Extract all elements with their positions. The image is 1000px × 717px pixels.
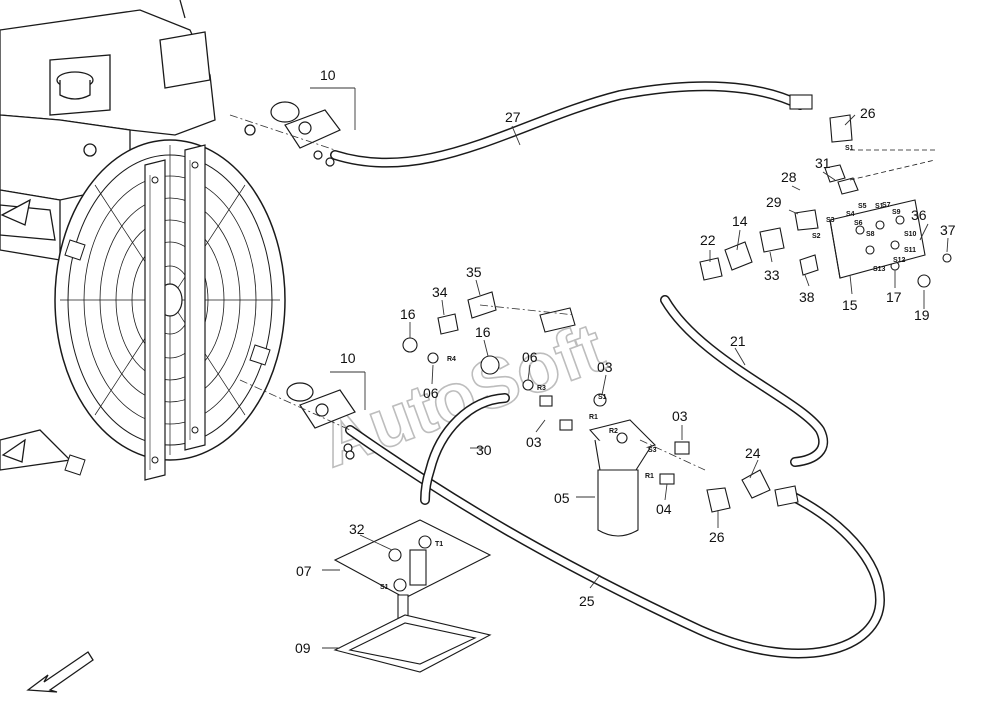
part-number-label: 34 xyxy=(432,284,448,300)
radiator-fan xyxy=(54,139,286,481)
port-label: S3 xyxy=(826,217,835,224)
part-number-label: 32 xyxy=(349,521,365,537)
part-number-label: 26 xyxy=(709,529,725,545)
port-label: S8 xyxy=(866,231,875,238)
port-label: S9 xyxy=(892,209,901,216)
port-label: S4 xyxy=(846,211,855,218)
part-number-label: 27 xyxy=(505,109,521,125)
part-number-label: 17 xyxy=(886,289,902,305)
fittings xyxy=(333,94,952,673)
port-label: S1 xyxy=(598,394,607,401)
port-label: T1 xyxy=(435,541,443,548)
part-number-label: 31 xyxy=(815,155,831,171)
port-label: S6 xyxy=(854,220,863,227)
port-label: R3 xyxy=(537,385,546,392)
part-number-labels: 10 27 26 31 28 29 14 22 33 38 15 17 19 36 37 35 34 16 16 10… xyxy=(295,67,956,656)
port-label: S7 xyxy=(882,202,891,209)
part-number-label: 04 xyxy=(656,501,672,517)
direction-arrow xyxy=(26,651,94,693)
part-number-label: 24 xyxy=(745,445,761,461)
part-number-label: 26 xyxy=(860,105,876,121)
part-number-label: 35 xyxy=(466,264,482,280)
part-number-label: 09 xyxy=(295,640,311,656)
part-number-label: 25 xyxy=(579,593,595,609)
port-label: S10 xyxy=(904,231,917,238)
part-number-label: 15 xyxy=(842,297,858,313)
part-number-label: 30 xyxy=(476,442,492,458)
center-lines xyxy=(229,114,706,471)
part-number-label: 29 xyxy=(766,194,782,210)
part-number-label: 19 xyxy=(914,307,930,323)
port-label: R1 xyxy=(645,473,654,480)
part-number-label: 14 xyxy=(732,213,748,229)
port-label: S13 xyxy=(873,266,886,273)
port-label: S1 xyxy=(845,145,854,152)
part-number-label: 05 xyxy=(554,490,570,506)
port-label: R4 xyxy=(447,356,456,363)
watermark: AutoSoft xyxy=(310,308,614,482)
part-number-label: 03 xyxy=(672,408,688,424)
part-number-label: 22 xyxy=(700,232,716,248)
port-label: R2 xyxy=(609,428,618,435)
port-label: S1 xyxy=(875,203,884,210)
port-label: S3 xyxy=(648,447,657,454)
port-label: S11 xyxy=(904,247,916,254)
part-number-label: 07 xyxy=(296,563,312,579)
port-label: S2 xyxy=(812,233,821,240)
part-number-label: 10 xyxy=(320,67,336,83)
part-number-label: 16 xyxy=(400,306,416,322)
part-number-label: 03 xyxy=(597,359,613,375)
part-number-label: 06 xyxy=(423,385,439,401)
part-number-label: 16 xyxy=(475,324,491,340)
part-number-label: 36 xyxy=(911,207,927,223)
port-labels: S1S1S2S3S4S5S6S7S8S9S10S11S12S13R1R2R3R4… xyxy=(380,145,917,591)
port-label: S1 xyxy=(380,584,389,591)
port-label: R1 xyxy=(589,414,598,421)
part-number-label: 37 xyxy=(940,222,956,238)
part-number-label: 10 xyxy=(340,350,356,366)
leader-lines xyxy=(310,87,949,649)
part-number-label: 06 xyxy=(522,349,538,365)
flange-upper xyxy=(270,101,341,167)
hoses xyxy=(330,81,886,659)
port-label: S12 xyxy=(893,257,906,264)
part-number-label: 03 xyxy=(526,434,542,450)
part-number-label: 33 xyxy=(764,267,780,283)
part-number-label: 28 xyxy=(781,169,797,185)
flange-lower xyxy=(286,382,356,460)
part-number-label: 38 xyxy=(799,289,815,305)
port-label: S5 xyxy=(858,203,867,210)
part-number-label: 21 xyxy=(730,333,746,349)
